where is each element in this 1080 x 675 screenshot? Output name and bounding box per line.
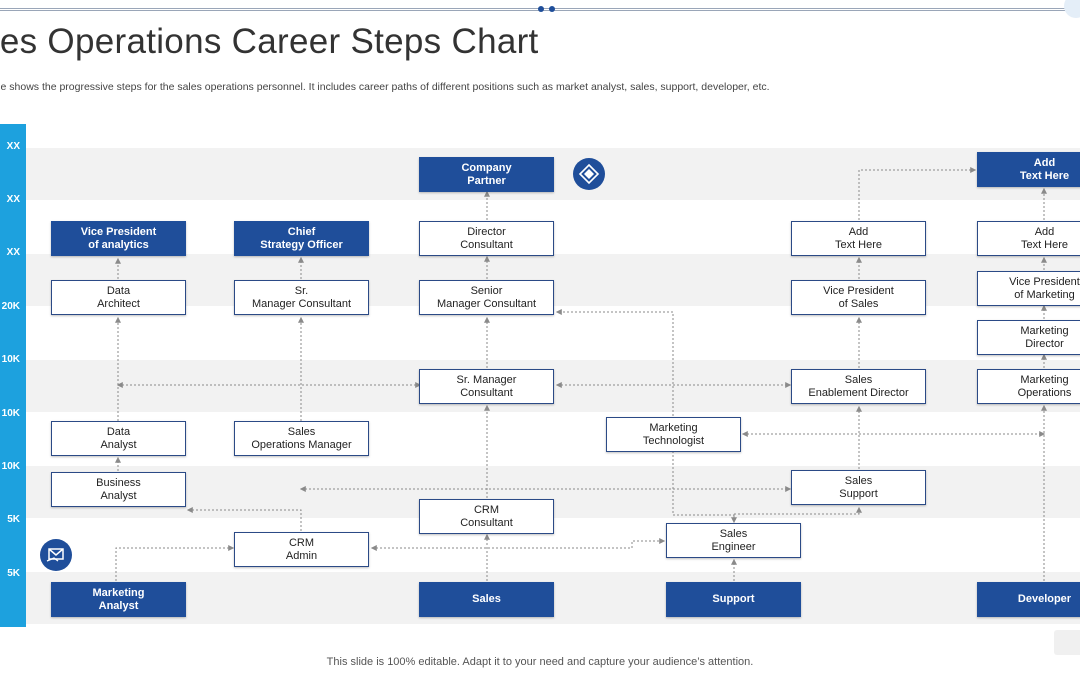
box-sales-support: Sales Support: [791, 470, 926, 505]
salary-label: XX: [6, 194, 20, 205]
salary-label: XX: [6, 247, 20, 258]
box-sales-engineer: Sales Engineer: [666, 523, 801, 558]
box-vp-sales: Vice President of Sales: [791, 280, 926, 315]
connector: [858, 167, 977, 220]
box-business-analyst: Business Analyst: [51, 472, 186, 507]
box-developer: Developer: [977, 582, 1080, 617]
handshake-icon: [573, 158, 605, 190]
box-data-analyst: Data Analyst: [51, 421, 186, 456]
connector: [370, 538, 666, 551]
salary-label: 5K: [7, 568, 20, 579]
box-support: Support: [666, 582, 801, 617]
box-sr-manager-consultant: Sr. Manager Consultant: [234, 280, 369, 315]
box-senior-manager-consultant: Senior Manager Consultant: [419, 280, 554, 315]
box-vp-marketing: Vice President of Marketing: [977, 271, 1080, 306]
box-company-partner: Company Partner: [419, 157, 554, 192]
salary-label: XX: [6, 141, 20, 152]
box-marketing-analyst: Marketing Analyst: [51, 582, 186, 617]
top-dot: [538, 6, 544, 12]
box-vp-analytics: Vice President of analytics: [51, 221, 186, 256]
footer-note: This slide is 100% editable. Adapt it to…: [326, 656, 754, 668]
connector: [672, 451, 737, 524]
connector: [555, 309, 674, 416]
box-marketing-director: Marketing Director: [977, 320, 1080, 355]
connector: [186, 507, 302, 531]
box-sales-operations-manager: Sales Operations Manager: [234, 421, 369, 456]
salary-label: 10K: [2, 408, 20, 419]
box-chief-strategy-officer: Chief Strategy Officer: [234, 221, 369, 256]
box-add-text-2: Add Text Here: [977, 221, 1080, 256]
box-add-text: Add Text Here: [791, 221, 926, 256]
page-title: ales Operations Career Steps Chart: [0, 22, 539, 61]
box-sales-enablement-director: Sales Enablement Director: [791, 369, 926, 404]
salary-axis-bar: [0, 124, 26, 627]
page-subtitle: lide shows the progressive steps for the…: [0, 81, 770, 93]
box-sales: Sales: [419, 582, 554, 617]
box-director-consultant: Director Consultant: [419, 221, 554, 256]
salary-label: 10K: [2, 354, 20, 365]
box-add-text-top: Add Text Here: [977, 152, 1080, 187]
box-crm-admin: CRM Admin: [234, 532, 369, 567]
connector: [115, 545, 235, 581]
corner-decoration: [1064, 0, 1080, 18]
box-data-architect: Data Architect: [51, 280, 186, 315]
corner-tab: [1054, 630, 1080, 655]
connector: [733, 506, 862, 522]
box-crm-consultant: CRM Consultant: [419, 499, 554, 534]
top-dot: [549, 6, 555, 12]
salary-label: 10K: [2, 461, 20, 472]
box-marketing-operations: Marketing Operations: [977, 369, 1080, 404]
box-marketing-technologist: Marketing Technologist: [606, 417, 741, 452]
salary-label: 5K: [7, 514, 20, 525]
email-hand-icon: [40, 539, 72, 571]
box-sr-manager-consultant-2: Sr. Manager Consultant: [419, 369, 554, 404]
salary-label: 20K: [2, 301, 20, 312]
